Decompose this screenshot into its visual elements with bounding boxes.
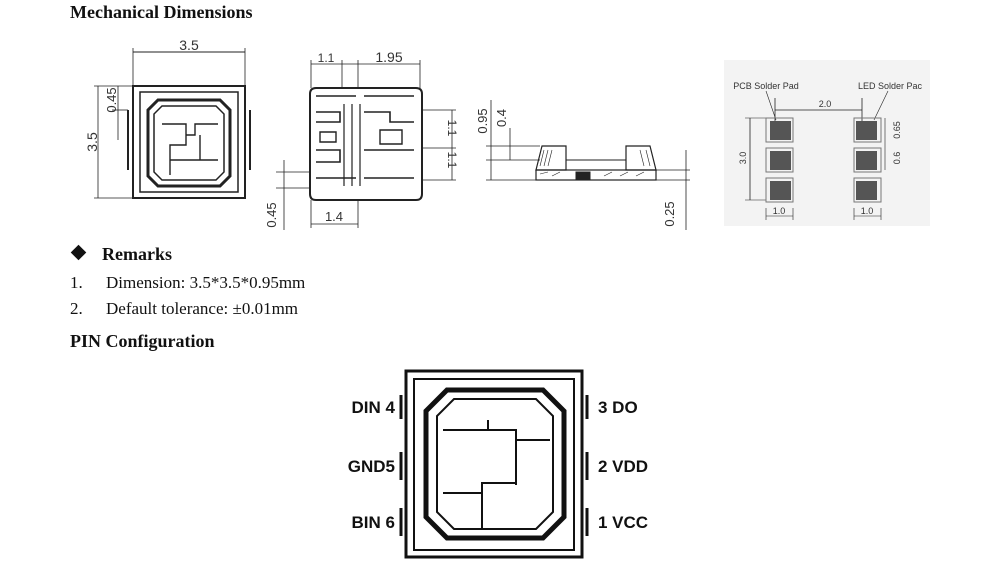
- pin-vdd-label: 2 VDD: [598, 457, 648, 476]
- footprint-pcb-label: PCB Solder Pad: [733, 81, 799, 91]
- pin-din-label: DIN 4: [352, 398, 396, 417]
- remarks-title: Remarks: [102, 244, 172, 264]
- bottom-view-pad-x-label: 1.4: [325, 209, 343, 224]
- bottom-view-pad-width-label: 1.1: [318, 51, 335, 65]
- top-view-width-label: 3.5: [179, 37, 199, 53]
- bottom-view-pad-height-1-label: 1.1: [445, 120, 459, 137]
- remark-text: Default tolerance: ±0.01mm: [106, 299, 299, 318]
- diamond-bullet-icon: [70, 244, 87, 261]
- bottom-view-drawing: [276, 60, 456, 230]
- top-view-drawing: [94, 48, 251, 199]
- footprint-led-label: LED Solder Pac: [858, 81, 923, 91]
- side-view-base-label: 0.25: [662, 201, 677, 226]
- remarks-heading: Remarks: [70, 244, 172, 265]
- pin-vcc-label: 1 VCC: [598, 513, 648, 532]
- remark-item: 2. Default tolerance: ±0.01mm: [70, 299, 298, 319]
- remark-item: 1. Dimension: 3.5*3.5*0.95mm: [70, 273, 305, 293]
- remark-text: Dimension: 3.5*3.5*0.95mm: [106, 273, 306, 292]
- footprint-right-pad-width-label: 1.0: [861, 206, 874, 216]
- top-view-offset-label: 0.45: [104, 87, 119, 112]
- bottom-view-gap-label: 0.45: [264, 202, 279, 227]
- top-view-height-label: 3.5: [84, 132, 100, 152]
- side-view-lens-label: 0.4: [494, 109, 509, 127]
- footprint-drawing: [724, 60, 930, 226]
- side-view-height-label: 0.95: [475, 108, 490, 133]
- footprint-left-pad-width-label: 1.0: [773, 206, 786, 216]
- footprint-pad-height-label: 0.65: [892, 121, 902, 139]
- footprint-pitch-label: 0.6: [892, 152, 902, 165]
- pin-package-drawing: [399, 369, 589, 559]
- pin-bin-label: BIN 6: [352, 513, 395, 532]
- pin-configuration-title: PIN Configuration: [70, 331, 215, 351]
- pin-do-label: 3 DO: [598, 398, 638, 417]
- footprint-span-label: 2.0: [819, 99, 832, 109]
- side-view-drawing: [486, 100, 690, 230]
- remark-number: 2.: [70, 299, 83, 318]
- bottom-view-pad-height-2-label: 1.1: [445, 152, 459, 169]
- mechanical-dimensions-title: Mechanical Dimensions: [70, 2, 253, 22]
- remark-number: 1.: [70, 273, 83, 292]
- pin-gnd-label: GND5: [348, 457, 395, 476]
- footprint-height-label: 3.0: [738, 152, 748, 165]
- bottom-view-pad-span-label: 1.95: [375, 49, 402, 65]
